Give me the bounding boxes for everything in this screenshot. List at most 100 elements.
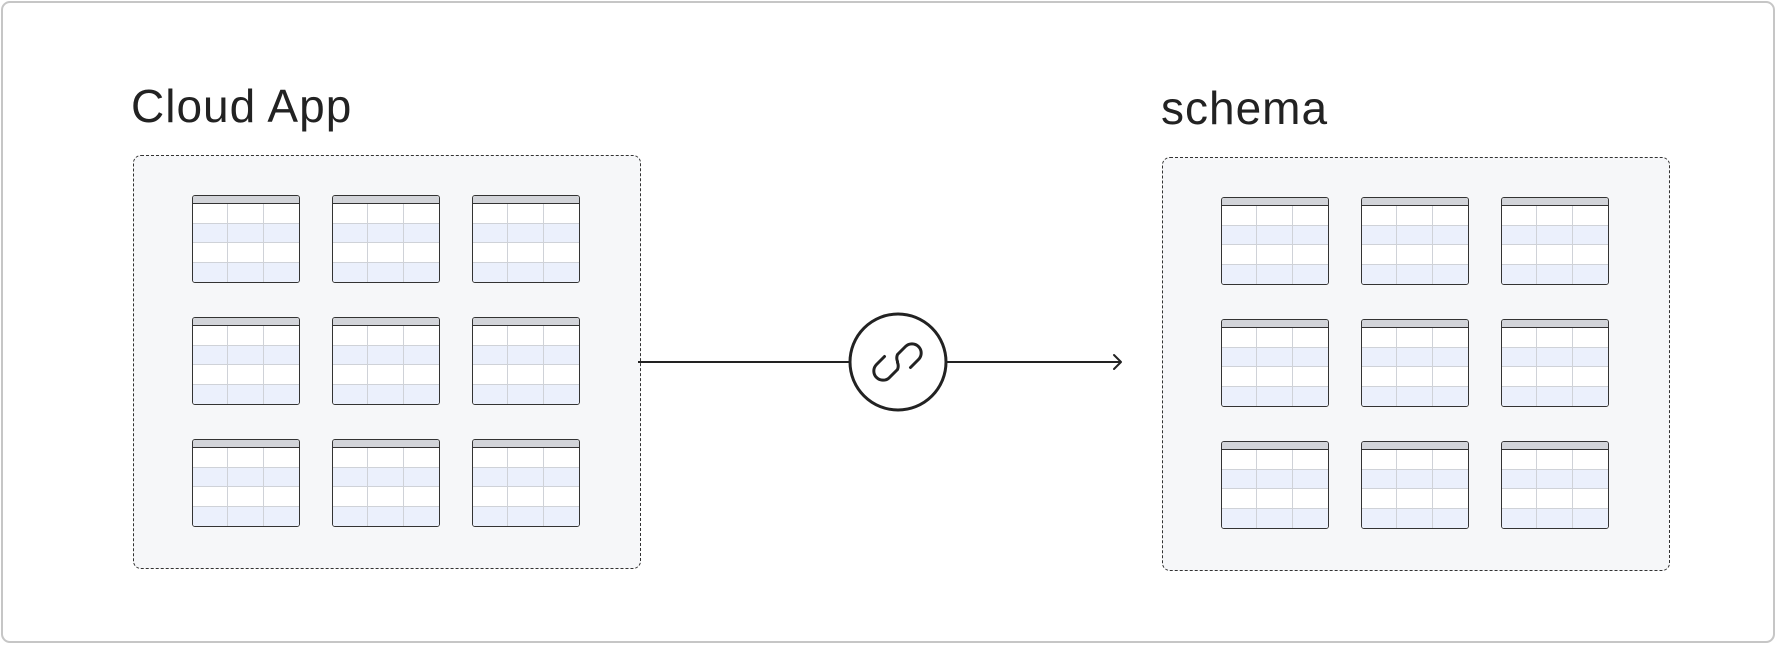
table-cell: [1502, 367, 1538, 387]
table-cell: [403, 326, 439, 346]
table-body: [1362, 450, 1468, 528]
table-cell: [1537, 367, 1573, 387]
table-cell: [228, 487, 264, 507]
table-cell: [1537, 328, 1573, 348]
table-cell: [193, 448, 229, 468]
table-body: [1222, 328, 1328, 406]
table-cell: [473, 384, 509, 404]
table-cell: [1432, 386, 1468, 406]
table-cell: [1292, 264, 1328, 284]
table-cell: [368, 262, 404, 282]
table-cell: [1362, 469, 1398, 489]
table-cell: [1537, 225, 1573, 245]
table-cell: [508, 506, 544, 526]
table-icon: [332, 317, 440, 405]
table-header: [473, 196, 579, 204]
table-icon: [192, 195, 300, 283]
table-cell: [543, 326, 579, 346]
table-cell: [473, 345, 509, 365]
table-cell: [508, 487, 544, 507]
table-cell: [228, 223, 264, 243]
table-cell: [1397, 469, 1433, 489]
table-body: [473, 326, 579, 404]
table-cell: [1572, 225, 1608, 245]
table-cell: [1362, 264, 1398, 284]
table-cell: [228, 448, 264, 468]
table-cell: [1292, 450, 1328, 470]
table-cell: [1362, 206, 1398, 226]
table-header: [1502, 320, 1608, 328]
table-cell: [263, 506, 299, 526]
table-cell: [543, 487, 579, 507]
table-cell: [368, 345, 404, 365]
table-icon: [332, 439, 440, 527]
table-cell: [1502, 508, 1538, 528]
table-cell: [508, 326, 544, 346]
table-cell: [543, 448, 579, 468]
table-header: [1222, 198, 1328, 206]
table-cell: [1397, 245, 1433, 265]
table-cell: [403, 467, 439, 487]
table-cell: [508, 243, 544, 263]
table-body: [1222, 450, 1328, 528]
table-cell: [333, 345, 369, 365]
table-cell: [228, 345, 264, 365]
table-cell: [193, 326, 229, 346]
table-cell: [1222, 206, 1258, 226]
table-cell: [1292, 386, 1328, 406]
table-cell: [1257, 469, 1293, 489]
table-cell: [1537, 347, 1573, 367]
table-cell: [1397, 225, 1433, 245]
table-icon: [1501, 197, 1609, 285]
table-cell: [1257, 367, 1293, 387]
table-cell: [368, 448, 404, 468]
table-cell: [263, 243, 299, 263]
table-cell: [263, 384, 299, 404]
table-cell: [1397, 264, 1433, 284]
table-body: [193, 204, 299, 282]
table-cell: [543, 262, 579, 282]
table-cell: [403, 506, 439, 526]
table-cell: [543, 384, 579, 404]
table-cell: [1502, 264, 1538, 284]
table-cell: [1432, 367, 1468, 387]
table-cell: [1292, 245, 1328, 265]
target-group: [1162, 157, 1670, 571]
table-cell: [1572, 489, 1608, 509]
table-cell: [1572, 206, 1608, 226]
table-cell: [1572, 245, 1608, 265]
table-cell: [508, 223, 544, 243]
table-cell: [228, 467, 264, 487]
table-cell: [1537, 206, 1573, 226]
table-cell: [1502, 386, 1538, 406]
table-cell: [333, 365, 369, 385]
table-header: [1222, 442, 1328, 450]
table-cell: [1397, 489, 1433, 509]
table-cell: [263, 326, 299, 346]
table-body: [473, 448, 579, 526]
table-cell: [1257, 489, 1293, 509]
table-cell: [1537, 245, 1573, 265]
table-cell: [228, 243, 264, 263]
table-icon: [192, 317, 300, 405]
table-icon: [1221, 441, 1329, 529]
table-cell: [1537, 450, 1573, 470]
table-cell: [333, 223, 369, 243]
table-cell: [473, 506, 509, 526]
table-icon: [472, 195, 580, 283]
table-cell: [1257, 508, 1293, 528]
table-icon: [1361, 441, 1469, 529]
table-cell: [508, 262, 544, 282]
table-cell: [508, 204, 544, 224]
table-cell: [1432, 328, 1468, 348]
table-header: [1222, 320, 1328, 328]
table-cell: [1572, 508, 1608, 528]
table-cell: [1502, 245, 1538, 265]
table-body: [1502, 450, 1608, 528]
table-cell: [193, 384, 229, 404]
table-cell: [1572, 347, 1608, 367]
table-cell: [508, 345, 544, 365]
source-group: [133, 155, 641, 569]
